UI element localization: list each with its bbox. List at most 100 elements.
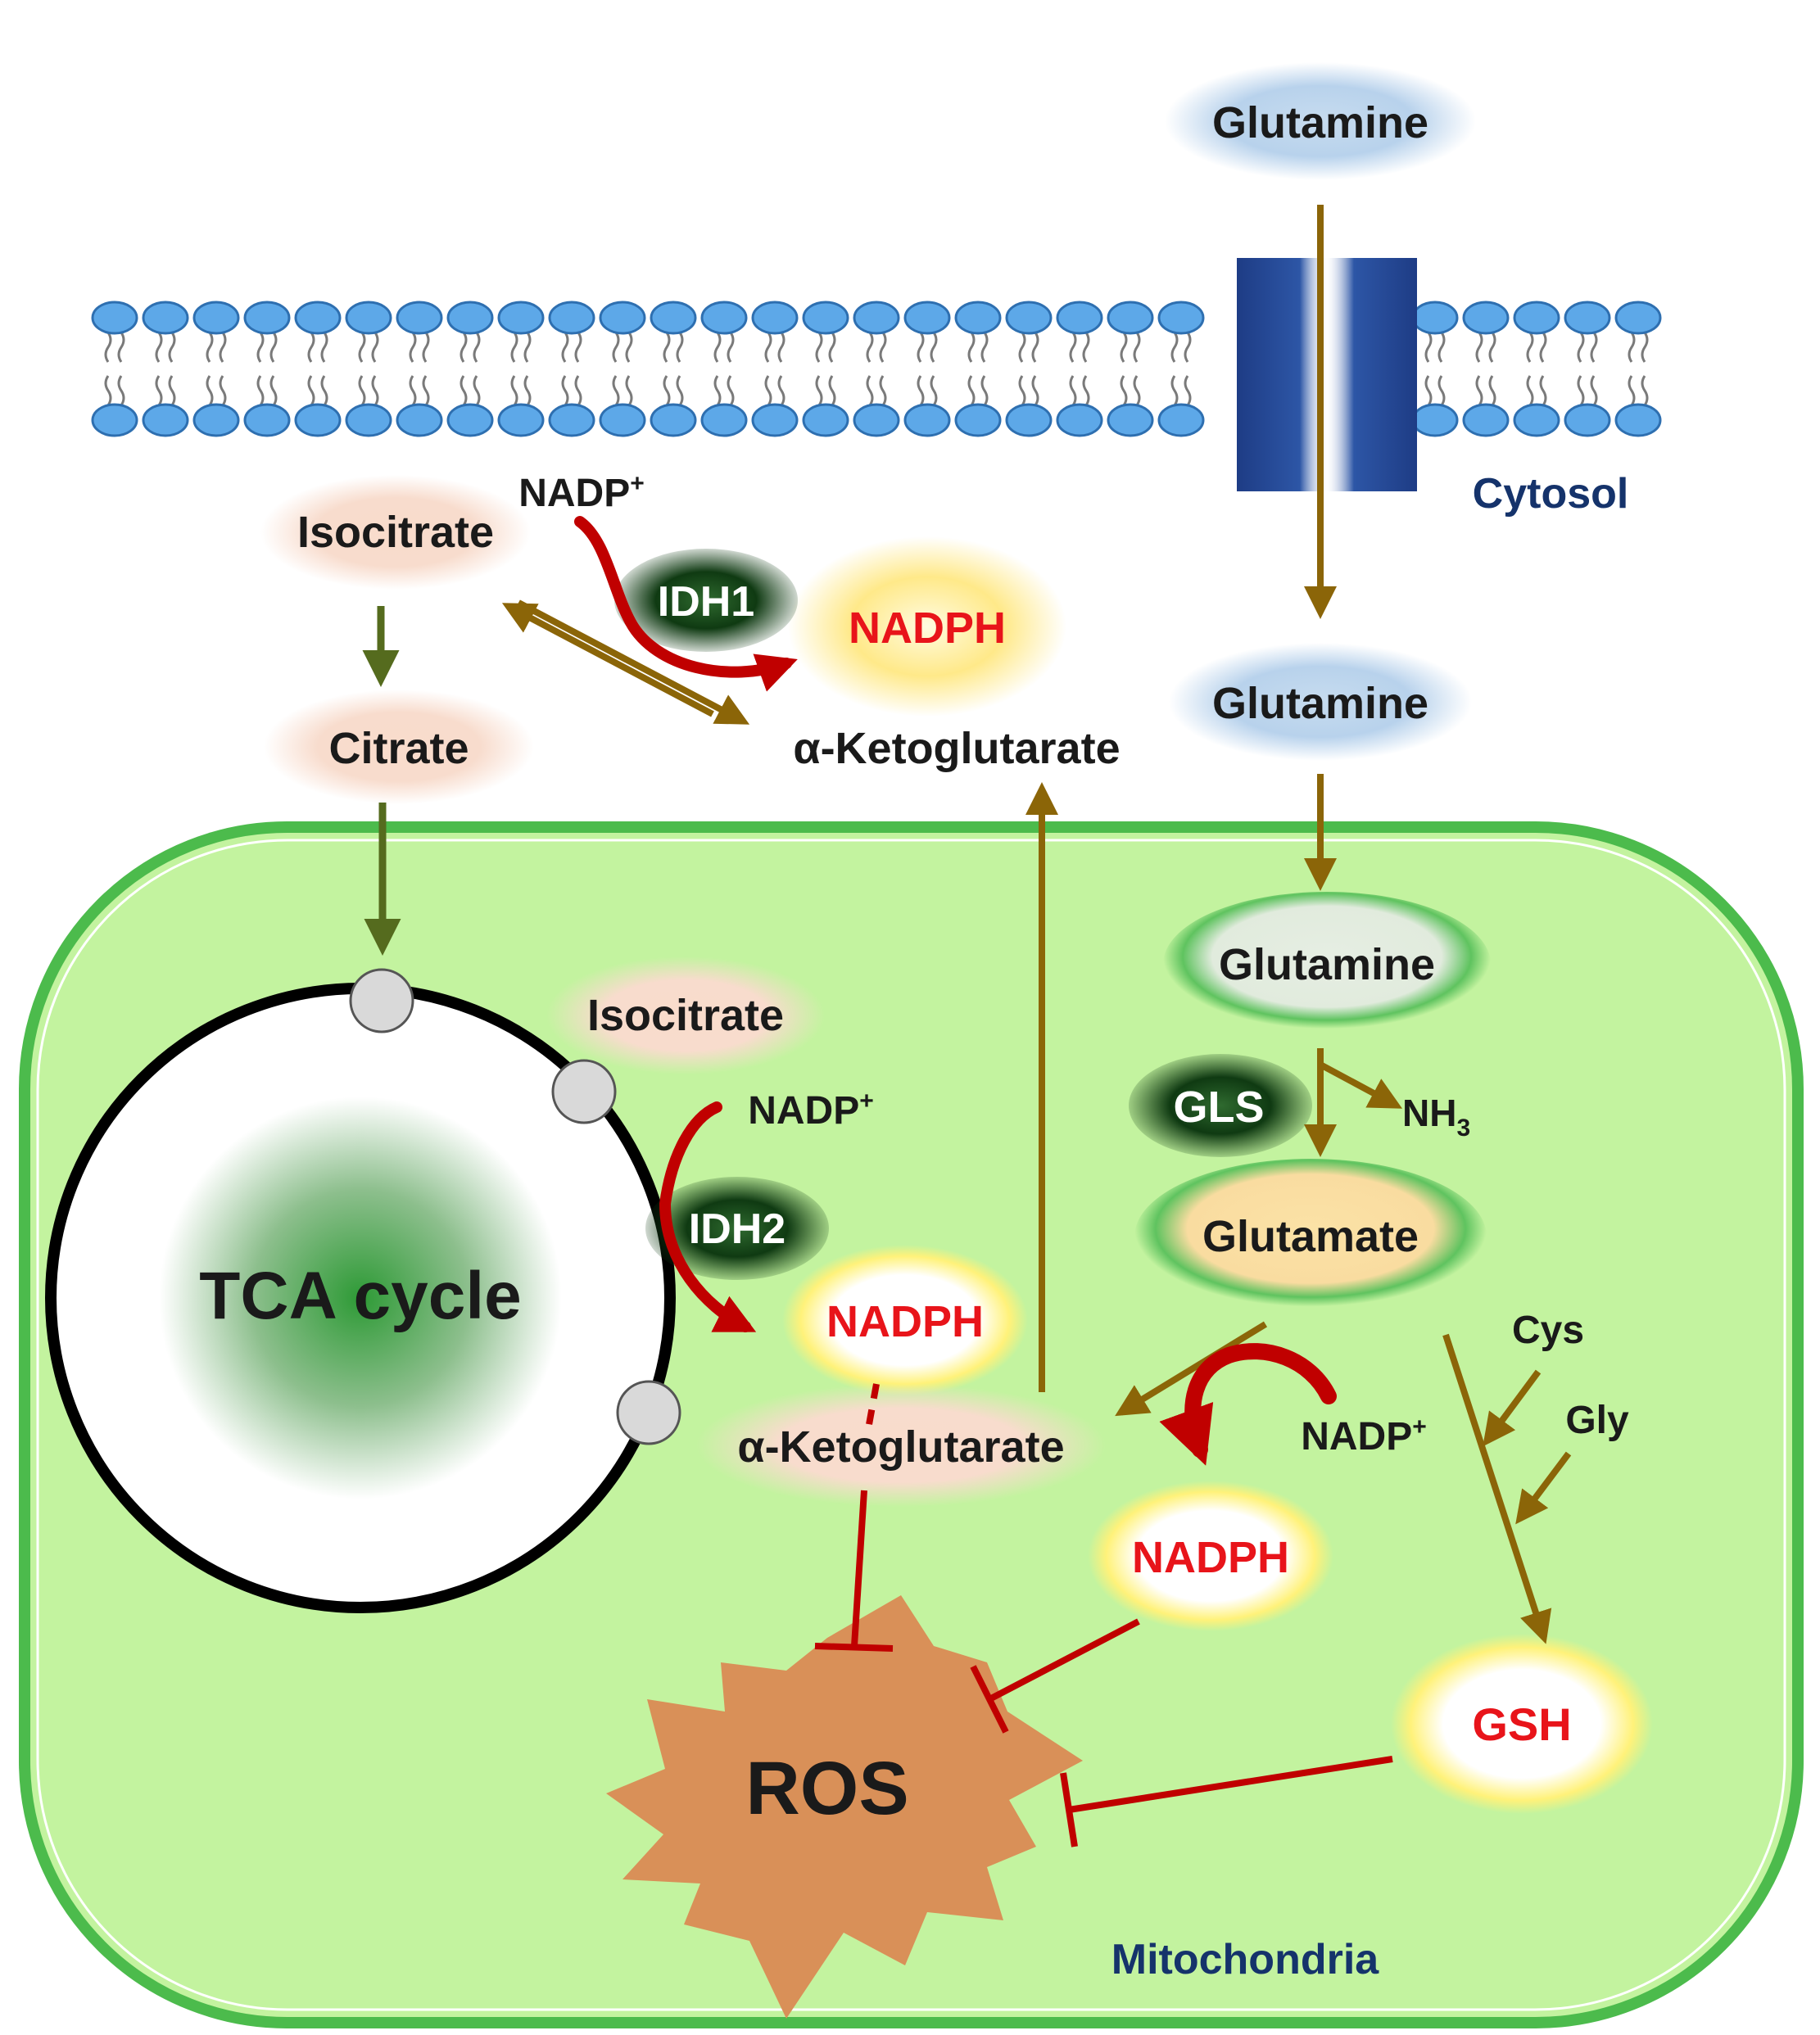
glutamine-transporter [1237,258,1417,491]
lipid-tail [1488,332,1496,363]
lipid-tail [358,375,366,406]
lipid-head [700,403,748,437]
lipid-tail [320,332,328,363]
lipid-head [751,403,799,437]
glutamine-mito-blob [1163,892,1491,1036]
lipid-tail [828,375,836,406]
lipid-tail [930,332,938,363]
lipid-head [1513,301,1560,335]
lipid-tail [967,332,976,363]
lipid-head [1564,403,1611,437]
tca-node-bottom [616,1380,681,1445]
lipid-head [1107,403,1154,437]
lipid-tail [1526,375,1534,406]
lipid-tail [1488,375,1496,406]
lipid-tail [409,332,417,363]
glutamine-cytosol-blob [1169,643,1472,761]
lipid-head [1005,403,1053,437]
tca-cycle [45,968,681,1613]
lipid-tail [510,375,518,406]
lipid-tail [422,332,430,363]
lipid-head [294,301,342,335]
lipid-tail [1184,375,1192,406]
nadph-cytosol-glow [788,536,1066,717]
lipid-head [91,301,138,335]
ros-burst [606,1595,1083,2019]
lipid-tail [206,332,214,363]
lipid-head [345,301,392,335]
lipid-tail [269,332,278,363]
arrow-idh1-forward [517,599,750,725]
lipid-tail [473,375,481,406]
lipid-head [1462,301,1510,335]
lipid-tail [561,375,569,406]
label-akg-cytosol: α-Ketoglutarate [793,724,1120,773]
lipid-tail [422,375,430,406]
lipid-tail [713,375,722,406]
lipid-tail [866,332,874,363]
lipid-tail [917,375,925,406]
lipid-tail [815,375,823,406]
curve-idh1-nadp [574,516,798,692]
lipid-tail [1170,332,1179,363]
lipid-tail [409,375,417,406]
lipid-head [345,403,392,437]
red-curves [574,516,1337,1466]
lipid-tail [625,332,633,363]
lipid-tail [1120,375,1128,406]
label-gly: Gly [1565,1399,1629,1442]
label-nadph-cytosol: NADPH [849,604,1006,653]
lipid-tail [1628,332,1636,363]
idh1-enzyme [614,549,798,652]
label-citrate: Citrate [328,724,469,773]
arrow-gly [1515,1451,1572,1525]
lipid-tail [256,332,265,363]
lipid-tail [879,332,887,363]
label-gsh: GSH [1472,1698,1571,1750]
lipid-tail [574,375,582,406]
lipid-tail [117,375,125,406]
lipid-tail [1031,375,1039,406]
cell-membrane [91,301,1662,437]
lipid-head [1056,403,1103,437]
lipid-tail [1170,375,1179,406]
lipid-head [243,301,291,335]
lipid-head [903,403,951,437]
lipid-tail [1577,332,1585,363]
glutamine-extracellular-blob [1165,62,1476,180]
lipid-head [1411,403,1459,437]
inhibit-gsh-bar [1060,1772,1078,1847]
inhibit-akg-ros [851,1490,867,1647]
lipid-tail [307,375,315,406]
glutamate-blob [1134,1159,1487,1314]
label-nadp-cytosol: NADP+ [518,470,645,515]
lipid-head [700,301,748,335]
lipid-tail [371,375,379,406]
lipid-head [446,301,494,335]
lipid-tail [663,375,671,406]
idh2-enzyme [645,1177,829,1280]
lipid-tail [460,375,468,406]
lipid-head [599,301,646,335]
lipid-head [243,403,291,437]
lipid-head [192,403,240,437]
label-akg-mito: α-Ketoglutarate [737,1422,1064,1472]
lipid-tail [155,375,163,406]
lipid-tail [612,375,620,406]
label-nadp-glutamate: NADP+ [1301,1413,1427,1458]
lipid-tail [1018,332,1026,363]
label-mitochondria: Mitochondria [1111,1936,1380,1983]
lipid-tail [1641,332,1649,363]
tca-node-top [349,968,414,1033]
lipid-tail [117,332,125,363]
lipid-head [802,301,849,335]
inhibit-akg-dashed [865,1383,880,1430]
lipid-tail [155,332,163,363]
lipid-tail [727,332,735,363]
lipid-tail [206,375,214,406]
lipid-tail [676,375,684,406]
lipid-tail [104,332,112,363]
label-glutamine-extracellular: Glutamine [1212,98,1428,147]
lipid-head [142,403,189,437]
lipid-tail [1184,332,1192,363]
